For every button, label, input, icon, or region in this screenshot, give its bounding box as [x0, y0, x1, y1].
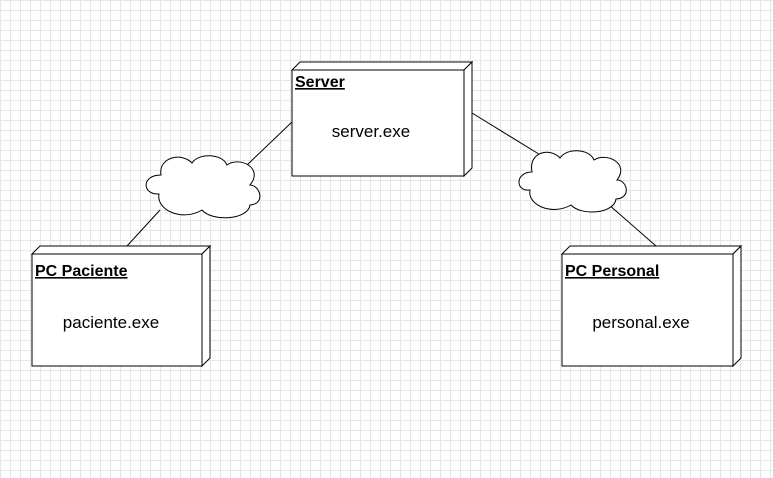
cloud-left-icon	[145, 155, 261, 219]
pc-paciente-node-title: PC Paciente	[35, 263, 128, 280]
server-node-title: Server	[295, 74, 345, 91]
link-pc-paciente-to-cloud-left	[126, 209, 161, 247]
server-node[interactable]: Server server.exe	[290, 60, 474, 178]
pc-paciente-node[interactable]: PC Paciente paciente.exe	[30, 244, 212, 368]
pc-personal-node-title: PC Personal	[565, 263, 659, 280]
cloud-right-icon	[518, 150, 627, 213]
server-node-artifact: server.exe	[332, 122, 410, 141]
link-server-to-cloud-right	[471, 112, 543, 157]
pc-personal-node[interactable]: PC Personal personal.exe	[560, 244, 743, 368]
link-cloud-right-to-pc-personal	[607, 203, 657, 247]
link-cloud-left-to-server	[246, 121, 293, 166]
pc-personal-node-artifact: personal.exe	[592, 313, 689, 332]
pc-paciente-node-artifact: paciente.exe	[63, 313, 159, 332]
